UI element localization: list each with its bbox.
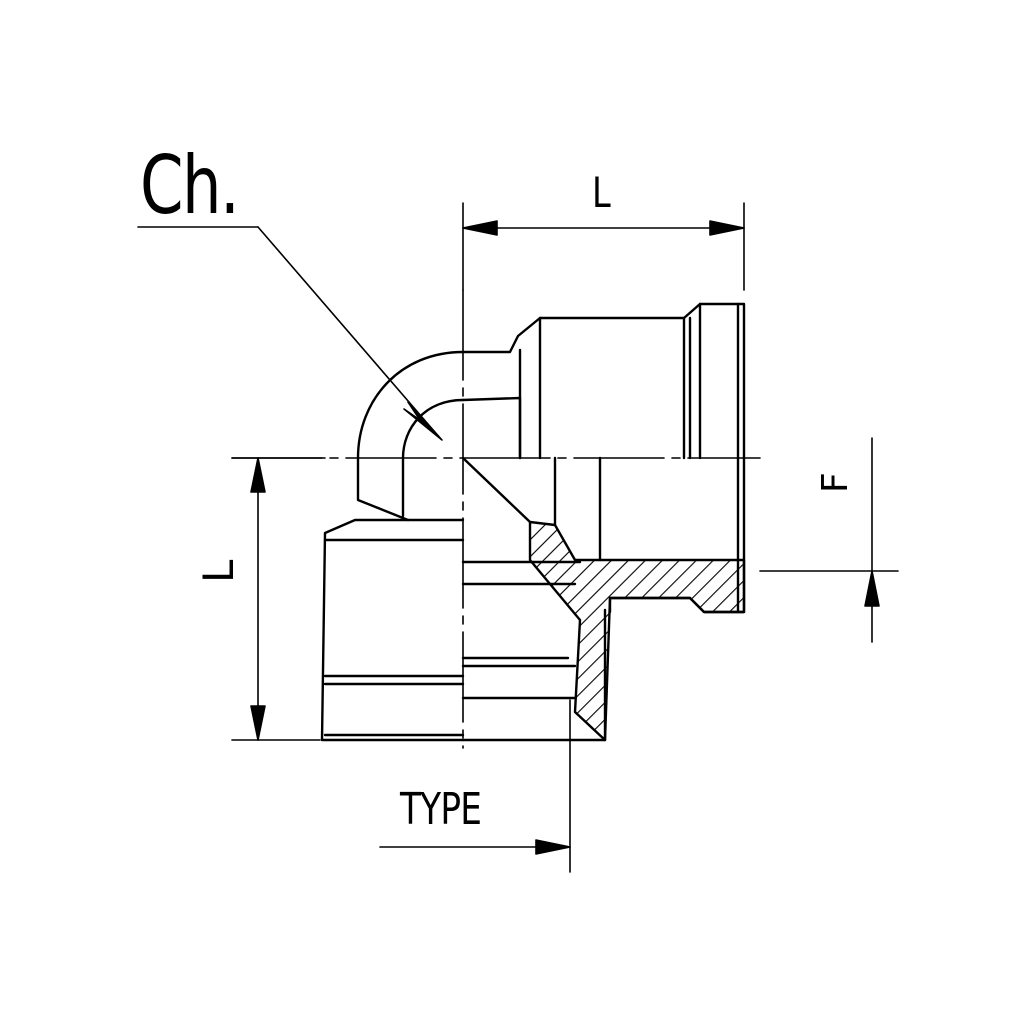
length-label-top: L — [592, 168, 611, 217]
dimension-l-left — [231, 457, 326, 741]
dimension-f — [759, 437, 899, 643]
bottom-branch — [320, 518, 607, 742]
chamfer-label: Ch. — [140, 139, 240, 232]
length-label-left: L — [194, 559, 243, 583]
elbow-bend — [356, 350, 532, 524]
type-label: TYPE — [400, 784, 482, 835]
dimension-l-top — [462, 202, 745, 291]
chamfer-leader — [137, 226, 443, 441]
section-hatch — [528, 520, 746, 742]
dimension-type — [379, 699, 571, 873]
thread-f-label: F — [815, 472, 856, 493]
